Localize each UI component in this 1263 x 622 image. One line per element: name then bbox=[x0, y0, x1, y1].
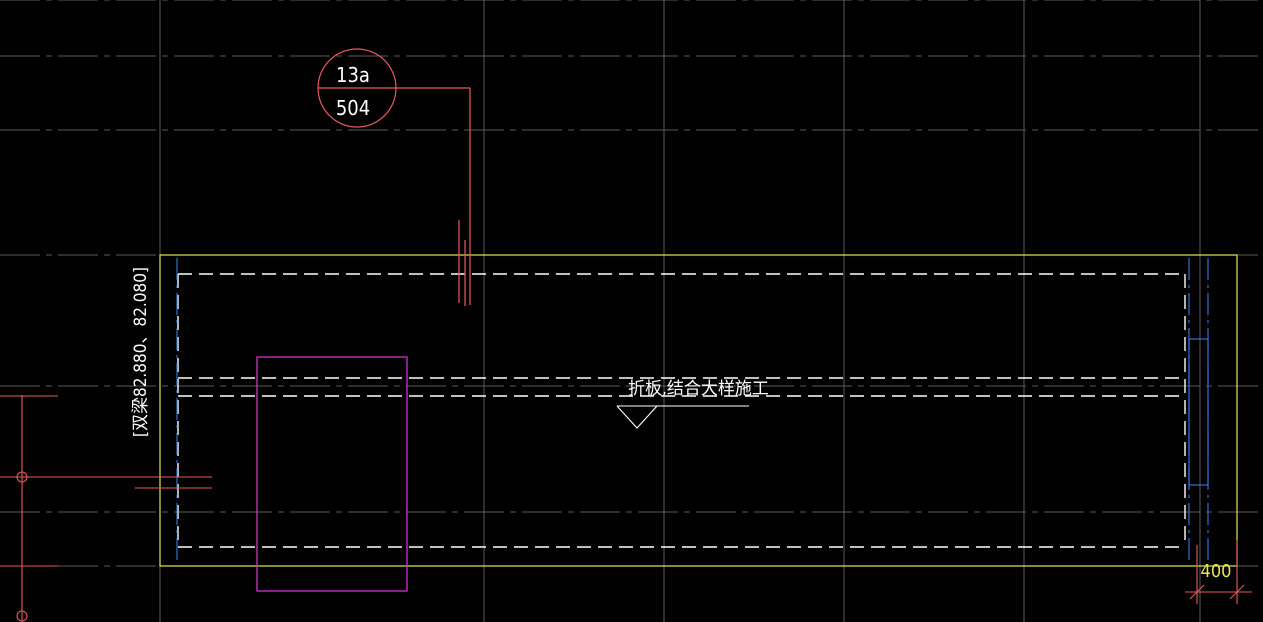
construction-note-text: 折板,结合大样施工 bbox=[628, 379, 769, 399]
opening-rectangle[interactable] bbox=[256, 356, 408, 592]
detail-number-text: 13a bbox=[336, 63, 370, 87]
axis-box-right bbox=[1188, 338, 1209, 486]
dimension-text: 400 bbox=[1201, 561, 1232, 582]
detail-sheet-text: 504 bbox=[336, 96, 370, 120]
slab-outline[interactable] bbox=[159, 254, 1238, 567]
construction-note-group[interactable]: 折板,结合大样施工 bbox=[616, 379, 769, 429]
dashed-rebar-lines bbox=[177, 273, 1186, 548]
dimension-400[interactable]: 400 bbox=[1185, 540, 1252, 604]
dimension-tick-left bbox=[1189, 584, 1205, 600]
red-node-1 bbox=[16, 471, 28, 483]
dimension-tick-right bbox=[1229, 584, 1245, 600]
left-column-marks bbox=[0, 395, 212, 622]
level-marker-triangle bbox=[616, 405, 658, 429]
detail-callout[interactable]: 13a 504 bbox=[317, 48, 471, 306]
axis-lines-blue bbox=[176, 258, 1209, 562]
elevation-tag-text: [双梁82.880、82.080] bbox=[131, 267, 151, 437]
red-node-2 bbox=[16, 610, 28, 622]
